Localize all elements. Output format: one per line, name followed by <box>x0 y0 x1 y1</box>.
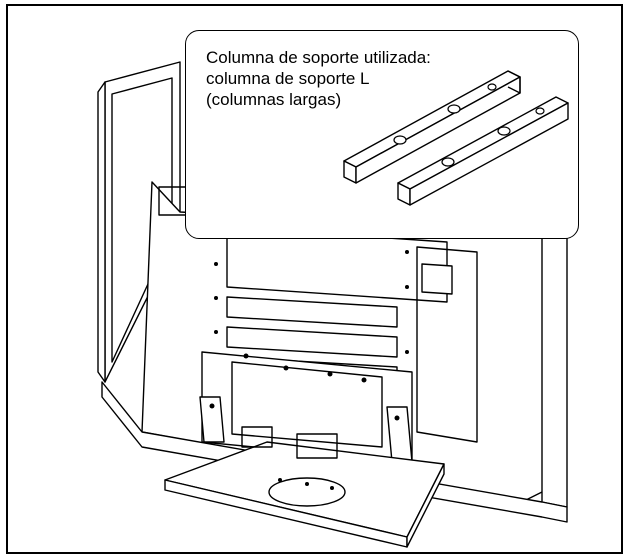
column-hole <box>487 83 497 91</box>
vent-slot <box>226 296 398 328</box>
column-hole <box>535 107 545 115</box>
column-hole <box>497 126 511 136</box>
screw-hole <box>405 350 409 354</box>
screw-hole <box>405 250 409 254</box>
screw-hole <box>405 285 409 289</box>
tv-right-edge <box>541 206 568 508</box>
screw-hole <box>278 478 282 482</box>
column-hole <box>441 157 455 167</box>
tv-rear-diagram <box>97 61 568 548</box>
stand-support-left <box>199 396 225 443</box>
screw-hole <box>361 377 367 383</box>
screw-hole <box>330 486 334 490</box>
stand-circle <box>268 477 346 507</box>
callout-text: Columna de soporte utilizada: columna de… <box>206 47 431 110</box>
screw-hole <box>243 353 249 359</box>
screw-hole <box>305 482 309 486</box>
screw-hole <box>214 296 218 300</box>
figure-frame: Columna de soporte utilizada: columna de… <box>6 4 623 554</box>
screw-hole <box>209 403 215 409</box>
callout-line-1: Columna de soporte utilizada: <box>206 48 431 67</box>
screw-hole <box>283 365 289 371</box>
support-columns-illustration <box>343 70 569 206</box>
column-hole <box>447 104 461 114</box>
stand-support-right <box>386 406 413 463</box>
column-hole <box>393 135 407 145</box>
screw-hole <box>214 330 218 334</box>
callout-line-3: (columnas largas) <box>206 90 342 109</box>
stand-neck <box>201 351 413 463</box>
callout-line-2: columna de soporte L <box>206 69 370 88</box>
callout-box: Columna de soporte utilizada: columna de… <box>185 30 579 239</box>
handle-right <box>421 263 453 295</box>
vent-slot <box>226 326 398 358</box>
screw-hole <box>394 415 400 421</box>
screw-hole <box>327 371 333 377</box>
screw-hole <box>214 262 218 266</box>
